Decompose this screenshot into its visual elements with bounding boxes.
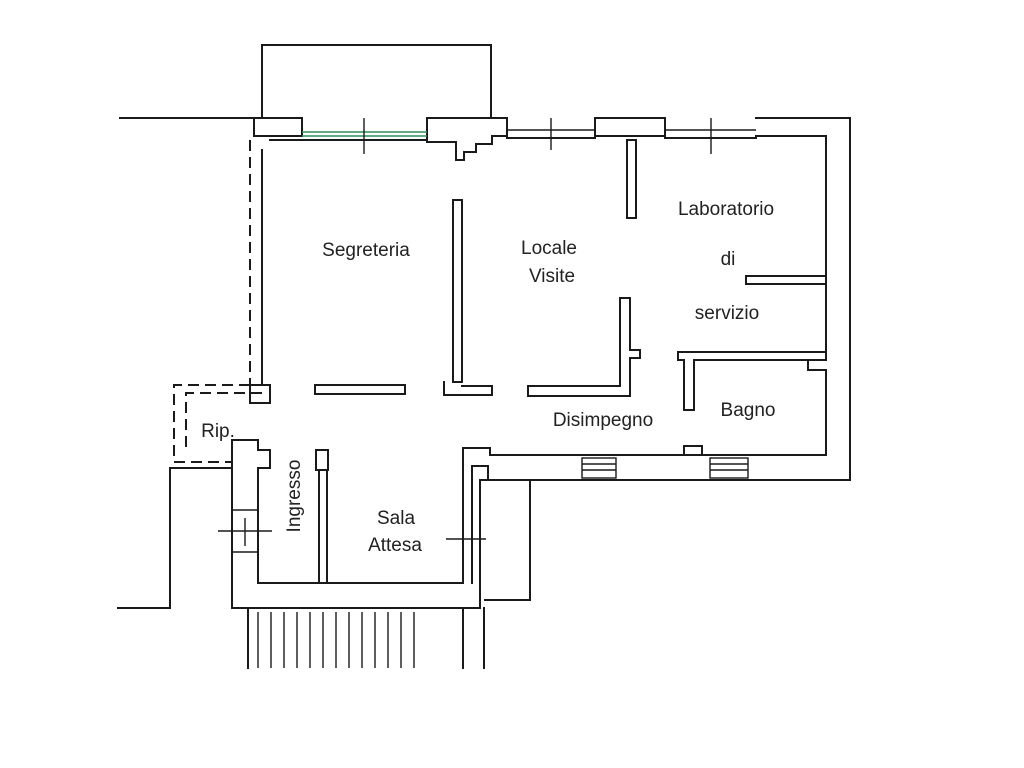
label-di: di [721, 249, 736, 270]
label-locale-visite-line2: Visite [529, 266, 575, 287]
adjacent-building-lines [117, 117, 255, 609]
label-servizio: servizio [695, 303, 759, 324]
label-sala-attesa-line2: Attesa [368, 535, 422, 556]
staircase [247, 607, 485, 669]
balcony [261, 44, 492, 119]
entrance-walls [218, 439, 531, 609]
label-disimpegno: Disimpegno [553, 410, 653, 431]
dashed-walls [173, 140, 263, 463]
top-facade [253, 117, 851, 481]
interior-walls [249, 139, 827, 479]
label-ripostiglio: Rip. [201, 421, 235, 442]
label-ingresso: Ingresso [284, 460, 305, 533]
label-locale-visite-line1: Locale [521, 238, 577, 259]
right-wall [755, 135, 827, 353]
label-sala-attesa-line1: Sala [377, 508, 415, 529]
label-laboratorio: Laboratorio [678, 199, 774, 220]
label-segreteria: Segreteria [322, 240, 410, 261]
label-bagno: Bagno [721, 400, 776, 421]
room-labels: Segreteria Locale Visite Laboratorio di … [201, 199, 775, 556]
